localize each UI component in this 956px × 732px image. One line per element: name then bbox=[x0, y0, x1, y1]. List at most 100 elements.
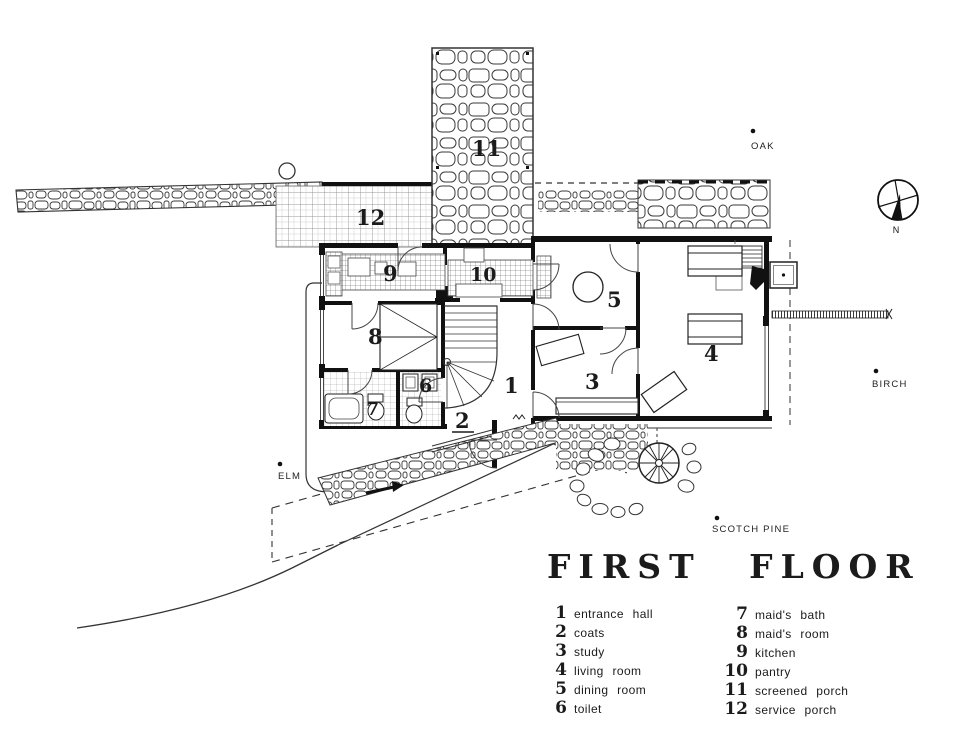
door-swings bbox=[347, 243, 639, 469]
terrace-outline bbox=[305, 282, 339, 495]
legend-left-column: 1 entrance hall 2 coats 3 study 4 living roo… bbox=[541, 603, 741, 718]
stepping-stones bbox=[569, 437, 702, 518]
legend-number: 1 bbox=[555, 603, 567, 623]
oak-label: OAK bbox=[751, 141, 775, 152]
legend-row: 9 kitchen bbox=[722, 642, 922, 662]
legend-number: 9 bbox=[736, 642, 748, 662]
dining-table bbox=[572, 271, 604, 303]
service-porch-floor bbox=[275, 182, 446, 248]
legend-label: study bbox=[574, 645, 605, 659]
compass-north-label: N bbox=[893, 225, 900, 235]
room-number-10: 10 bbox=[470, 264, 496, 286]
room-number-2: 2 bbox=[455, 408, 470, 433]
east-window-wall bbox=[763, 316, 769, 421]
tree-markers bbox=[277, 128, 879, 521]
study-desk bbox=[535, 333, 585, 367]
room-number-5: 5 bbox=[607, 287, 622, 312]
walls bbox=[319, 236, 772, 468]
legend-row: 11 screened porch bbox=[722, 680, 922, 700]
legend-label: living room bbox=[574, 664, 642, 678]
legend-label: kitchen bbox=[755, 646, 796, 660]
drive-dashed-lower bbox=[271, 463, 619, 563]
maids-bed bbox=[379, 303, 438, 371]
room-number-12: 12 bbox=[356, 205, 385, 230]
pantry-counters bbox=[447, 247, 534, 298]
contour-line bbox=[76, 544, 339, 629]
toilet-fixtures bbox=[400, 372, 441, 426]
threshold-marks bbox=[512, 414, 526, 420]
legend-row: 10 pantry bbox=[722, 661, 922, 681]
legend-row: 1 entrance hall bbox=[541, 603, 741, 623]
room-number-11: 11 bbox=[472, 136, 501, 161]
legend-number: 6 bbox=[555, 698, 567, 718]
entry-area bbox=[317, 414, 648, 506]
legend-row: 3 study bbox=[541, 641, 741, 661]
birch-label: BIRCH bbox=[872, 379, 908, 390]
legend-label: screened porch bbox=[755, 684, 849, 698]
legend-number: 2 bbox=[555, 622, 567, 642]
legend-number: 8 bbox=[736, 623, 748, 643]
legend-number: 7 bbox=[736, 604, 748, 624]
scotch-pine-dot bbox=[714, 515, 720, 521]
room-number-7: 7 bbox=[366, 398, 379, 420]
legend-row: 2 coats bbox=[541, 622, 741, 642]
elm-dot bbox=[277, 461, 283, 467]
living-room-furniture bbox=[640, 245, 743, 414]
sofa-north bbox=[687, 245, 743, 277]
legend-number: 4 bbox=[555, 660, 567, 680]
legend-label: maid's room bbox=[755, 627, 830, 641]
north-garden-wall bbox=[535, 179, 771, 229]
scotch-pine-label: SCOTCH PINE bbox=[712, 524, 790, 535]
legend-label: pantry bbox=[755, 665, 791, 679]
legend-number: 5 bbox=[555, 679, 567, 699]
plan-title: FIRST FLOOR bbox=[547, 547, 921, 586]
legend-row: 8 maid's room bbox=[722, 623, 922, 643]
entry-arrow-icon bbox=[365, 481, 404, 495]
spiral-stair bbox=[638, 442, 680, 484]
legend-label: maid's bath bbox=[755, 608, 826, 622]
birch-dot bbox=[873, 368, 879, 374]
compass-icon bbox=[877, 179, 919, 221]
kitchen-counters bbox=[325, 251, 446, 297]
main-stair bbox=[443, 305, 498, 409]
room-number-4: 4 bbox=[704, 341, 719, 366]
room-number-1: 1 bbox=[504, 373, 519, 398]
coat-closet-lines bbox=[431, 429, 493, 453]
study-window-seat bbox=[555, 397, 639, 415]
legend-row: 5 dining room bbox=[541, 679, 741, 699]
lounge-chair bbox=[640, 370, 688, 414]
legend-right-column: 7 maid's bath 8 maid's room 9 kitchen 10 pan… bbox=[722, 604, 922, 719]
dining-sideboard bbox=[536, 255, 552, 299]
oak-dot bbox=[750, 128, 756, 134]
legend-number: 12 bbox=[724, 699, 748, 719]
room-number-6: 6 bbox=[419, 375, 432, 397]
legend-row: 7 maid's bath bbox=[722, 604, 922, 624]
terrace-stones bbox=[556, 424, 648, 470]
entry-stone-path bbox=[317, 417, 567, 506]
legend-row: 12 service porch bbox=[722, 699, 922, 719]
legend-number: 10 bbox=[724, 661, 748, 681]
tree-trunk-circle bbox=[278, 162, 296, 180]
room-number-3: 3 bbox=[585, 369, 600, 394]
legend-label: service porch bbox=[755, 703, 837, 717]
legend-label: coats bbox=[574, 626, 605, 640]
legend-number: 11 bbox=[724, 680, 748, 700]
stone-chimney-mass bbox=[431, 47, 534, 248]
maids-bath-fixtures bbox=[324, 372, 396, 426]
legend-row: 4 living room bbox=[541, 660, 741, 680]
fireplace bbox=[715, 240, 768, 291]
room-numbers: 1 2 3 4 5 6 7 8 9 10 11 12 bbox=[356, 136, 719, 433]
elm-label: ELM bbox=[278, 471, 301, 482]
room-number-8: 8 bbox=[368, 324, 383, 349]
legend-label: dining room bbox=[574, 683, 647, 697]
path-edge-line bbox=[337, 436, 569, 546]
legend-number: 3 bbox=[555, 641, 567, 661]
garden-table bbox=[769, 261, 798, 289]
east-fence bbox=[771, 308, 893, 320]
sofa-middle bbox=[687, 313, 743, 345]
legend-label: entrance hall bbox=[574, 607, 653, 621]
room-number-9: 9 bbox=[383, 261, 398, 286]
